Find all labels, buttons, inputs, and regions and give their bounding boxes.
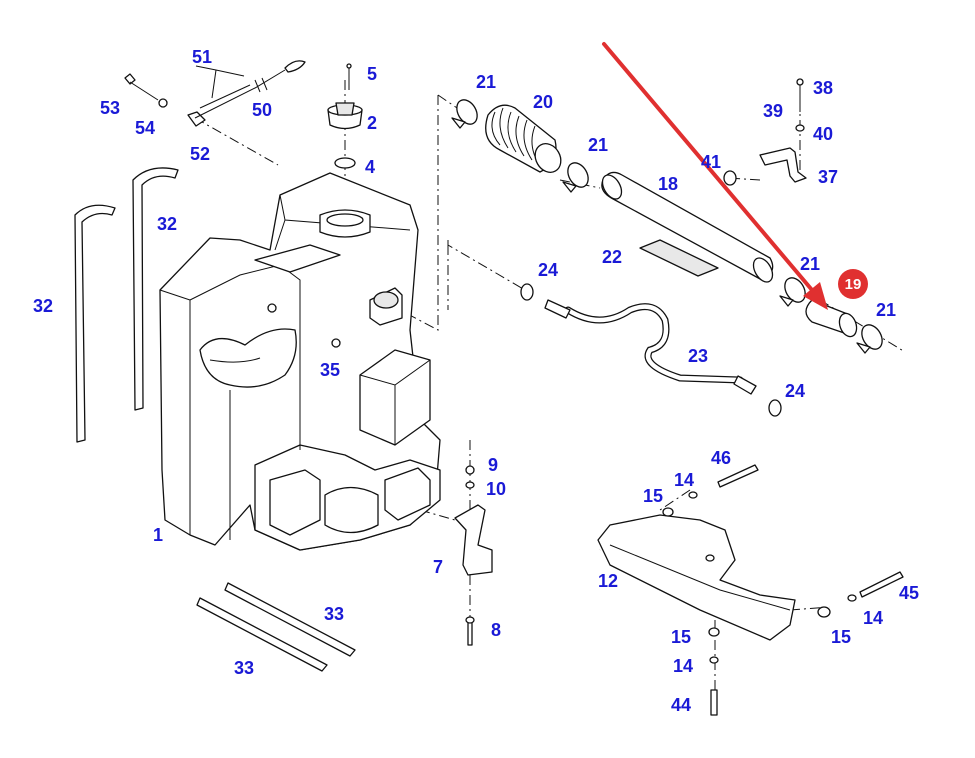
highlight-badge-19[interactable]: 19 <box>838 269 868 299</box>
callout-41: 41 <box>701 152 721 172</box>
callout-33-bottom: 33 <box>234 658 254 678</box>
rubber-strips-33 <box>196 582 356 672</box>
pipe-bracket-37 <box>723 78 807 186</box>
callout-12: 12 <box>598 571 618 591</box>
callout-15-right: 15 <box>831 627 851 647</box>
callout-7: 7 <box>433 557 443 577</box>
callout-1: 1 <box>153 525 163 545</box>
callout-32-right: 32 <box>157 214 177 234</box>
foam-pad-22 <box>639 239 719 277</box>
callout-labels: 51 5 53 54 50 2 52 4 21 20 21 18 41 38 3… <box>33 47 919 715</box>
callout-24-bottom: 24 <box>785 381 805 401</box>
callout-45: 45 <box>899 583 919 603</box>
callout-21-top: 21 <box>476 72 496 92</box>
callout-53: 53 <box>100 98 120 118</box>
callout-51: 51 <box>192 47 212 67</box>
callout-24-top: 24 <box>538 260 558 280</box>
callout-10: 10 <box>486 479 506 499</box>
tank-strap-32-left <box>74 204 116 443</box>
callout-14-right: 14 <box>863 608 883 628</box>
callout-4: 4 <box>365 157 375 177</box>
callout-20: 20 <box>533 92 553 112</box>
sensor-bracket <box>124 60 306 127</box>
callout-50: 50 <box>252 100 272 120</box>
highlight-badge-label: 19 <box>845 276 862 293</box>
callout-15-bottom: 15 <box>671 627 691 647</box>
callout-15-top: 15 <box>643 486 663 506</box>
filler-cap <box>327 63 363 169</box>
callout-23: 23 <box>688 346 708 366</box>
callout-44: 44 <box>671 695 691 715</box>
guard-plate-12 <box>597 514 796 641</box>
fuel-tank <box>159 172 441 551</box>
pointer-arrow <box>602 42 828 310</box>
sleeve-19 <box>805 299 858 338</box>
callout-33-top: 33 <box>324 604 344 624</box>
callout-40: 40 <box>813 124 833 144</box>
hose-clamp-21 <box>451 99 883 354</box>
callout-39: 39 <box>763 101 783 121</box>
callout-9: 9 <box>488 455 498 475</box>
intake-pipe-18 <box>601 171 774 283</box>
callout-8: 8 <box>491 620 501 640</box>
callout-38: 38 <box>813 78 833 98</box>
callout-32-left: 32 <box>33 296 53 316</box>
callout-2: 2 <box>367 113 377 133</box>
tank-bracket-7 <box>454 465 493 646</box>
callout-5: 5 <box>367 64 377 84</box>
breather-hose-23 <box>520 283 782 417</box>
callout-22: 22 <box>602 247 622 267</box>
callout-54: 54 <box>135 118 155 138</box>
bolts-and-washers <box>331 338 904 716</box>
callout-46: 46 <box>711 448 731 468</box>
intake-bellows-20 <box>485 104 562 173</box>
callout-14-top: 14 <box>674 470 694 490</box>
callout-35: 35 <box>320 360 340 380</box>
callout-21-mid: 21 <box>588 135 608 155</box>
callout-52: 52 <box>190 144 210 164</box>
callout-37: 37 <box>818 167 838 187</box>
tank-strap-32-right <box>132 167 179 411</box>
callout-14-bottom: 14 <box>673 656 693 676</box>
callout-21-right: 21 <box>800 254 820 274</box>
callout-21-far: 21 <box>876 300 896 320</box>
callout-18: 18 <box>658 174 678 194</box>
